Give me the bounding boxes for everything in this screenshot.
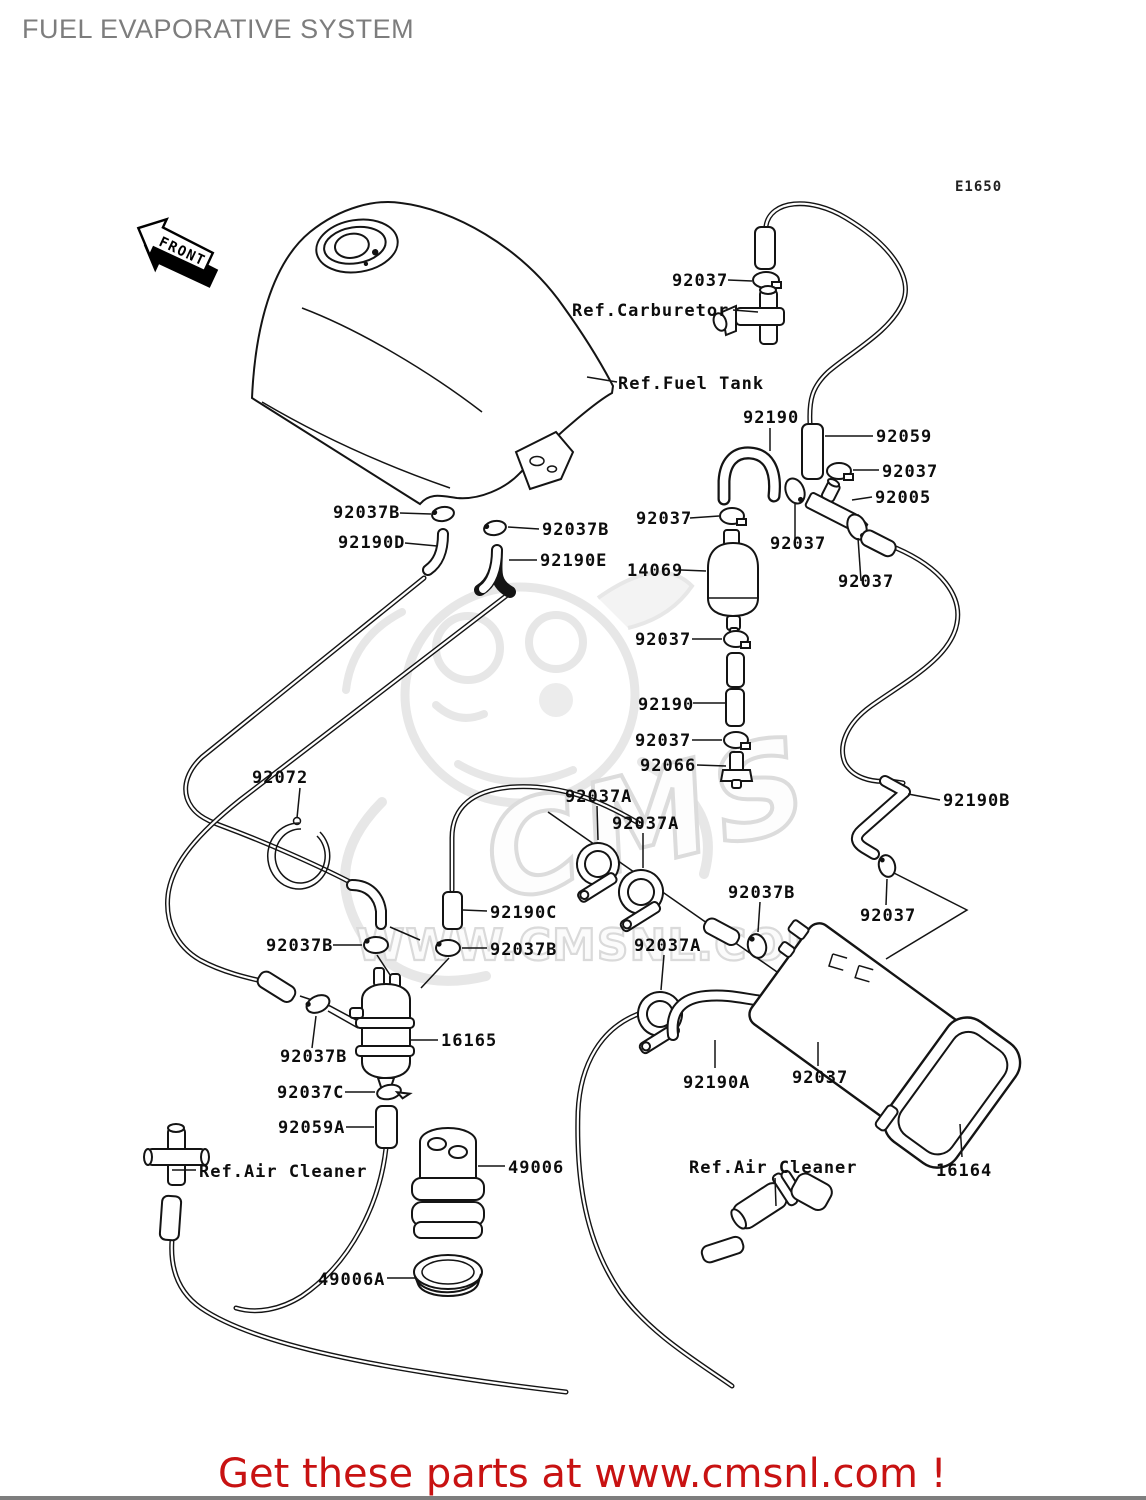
bottom-edge-bar [0, 1496, 1146, 1500]
part-label-16: 92190 [638, 695, 694, 715]
part-label-31: 92037C [277, 1083, 344, 1103]
part-label-29: 16165 [441, 1031, 497, 1051]
fuel-filter-16165 [349, 967, 415, 1097]
part-label-5: 92037 [882, 462, 938, 482]
pipe-92190c [442, 891, 463, 930]
tube-part [754, 226, 776, 270]
part-label-11: 92037 [636, 509, 692, 529]
part-label-26: 92037B [266, 936, 333, 956]
clamp-92037b-3 [746, 933, 768, 959]
tube-92059 [801, 423, 824, 480]
part-label-32: 92059A [278, 1118, 345, 1138]
tube-92190-b [725, 688, 745, 727]
cms-watermark: CMS WWW.CMSNL.COM [340, 570, 831, 986]
part-label-17: 92037 [635, 731, 691, 751]
part-label-22: 92190B [943, 791, 1010, 811]
tube-near-elbow [700, 1235, 745, 1264]
part-label-8: 92037B [542, 520, 609, 540]
part-label-3: 92190 [743, 408, 799, 428]
clamp-92037-rb [877, 854, 897, 878]
part-label-7: 92037B [333, 503, 400, 523]
carburetor-t-fitting [712, 285, 785, 345]
tube-92190-a [726, 652, 745, 688]
hose-runs [165, 201, 969, 1395]
part-label-9: 92190D [338, 533, 405, 553]
part-label-13: 92037 [770, 534, 826, 554]
bowl-49006a [413, 1254, 483, 1297]
pclamp-92037a-2 [618, 869, 664, 933]
clamp-92037b-1 [431, 505, 455, 523]
filter-14069 [707, 529, 759, 636]
part-label-4: 92059 [876, 427, 932, 447]
part-label-37: 16164 [936, 1161, 992, 1181]
part-label-27: 92037B [490, 940, 557, 960]
clamp-92037b-6 [305, 994, 331, 1014]
clamp-92037-c2 [723, 731, 751, 750]
part-label-35: 92190A [683, 1073, 750, 1093]
part-label-0: 92037 [672, 271, 728, 291]
footer-promo-link[interactable]: Get these parts at www.cmsnl.com ! [218, 1451, 947, 1497]
part-label-19: 92072 [252, 768, 308, 788]
part-labels: 92037 Ref.Carburetor Ref.Fuel Tank 92190… [199, 271, 1010, 1290]
tube-diagonal [702, 917, 741, 947]
clamp-92037b-5 [435, 939, 461, 957]
part-label-20: 92037A [565, 787, 632, 807]
part-label-23: 92037B [728, 883, 795, 903]
plug-92066 [719, 751, 754, 789]
clamp-92037b-4 [363, 936, 389, 954]
part-label-34: 49006 [508, 1158, 564, 1178]
clamp-92037-mid [784, 477, 806, 505]
page-title: FUEL EVAPORATIVE SYSTEM [22, 14, 414, 44]
part-label-38: Ref.Air Cleaner [689, 1158, 858, 1178]
circlip-92072 [266, 816, 331, 890]
part-shapes [143, 226, 1022, 1297]
part-label-2: Ref.Fuel Tank [618, 374, 764, 394]
clamp-92037-c1 [723, 630, 751, 649]
canister-49006 [411, 1126, 485, 1239]
part-label-18: 92066 [640, 756, 696, 776]
part-label-36: 92037 [792, 1068, 848, 1088]
tube-92059a [375, 1105, 398, 1149]
part-label-6: 92005 [875, 488, 931, 508]
part-label-24: 92190C [490, 903, 557, 923]
canister-16164 [748, 919, 1022, 1169]
part-label-15: 92037 [635, 630, 691, 650]
tube-below-4way [158, 1194, 183, 1242]
part-label-21: 92037A [612, 814, 679, 834]
pclamp-92037a-1 [576, 842, 620, 903]
diagram-code: E1650 [955, 179, 1002, 195]
part-label-30: 92037B [280, 1047, 347, 1067]
part-label-12: 14069 [627, 561, 683, 581]
front-direction-arrow: FRONT [136, 217, 219, 288]
part-label-33: Ref.Air Cleaner [199, 1162, 368, 1182]
tube-right [860, 529, 897, 558]
air-cleaner-elbow [730, 1169, 833, 1230]
clip-92037c [376, 1083, 413, 1101]
fuel-tank-drawing [250, 201, 615, 506]
clamp-92037-r1 [826, 462, 854, 481]
tube-runb [256, 970, 297, 1003]
part-label-25: 92037 [860, 906, 916, 926]
clamp-92037-j [719, 507, 747, 526]
clamp-92037b-2 [483, 519, 507, 537]
part-label-10: 92190E [540, 551, 607, 571]
leader-lines [172, 279, 963, 1279]
part-label-39: 49006A [318, 1270, 385, 1290]
fitting-92005 [804, 477, 869, 533]
cms-mascot-sketch [340, 570, 713, 986]
part-label-1: Ref.Carburetor [572, 301, 729, 321]
part-label-14: 92037 [838, 572, 894, 592]
part-label-28: 92037A [634, 936, 701, 956]
